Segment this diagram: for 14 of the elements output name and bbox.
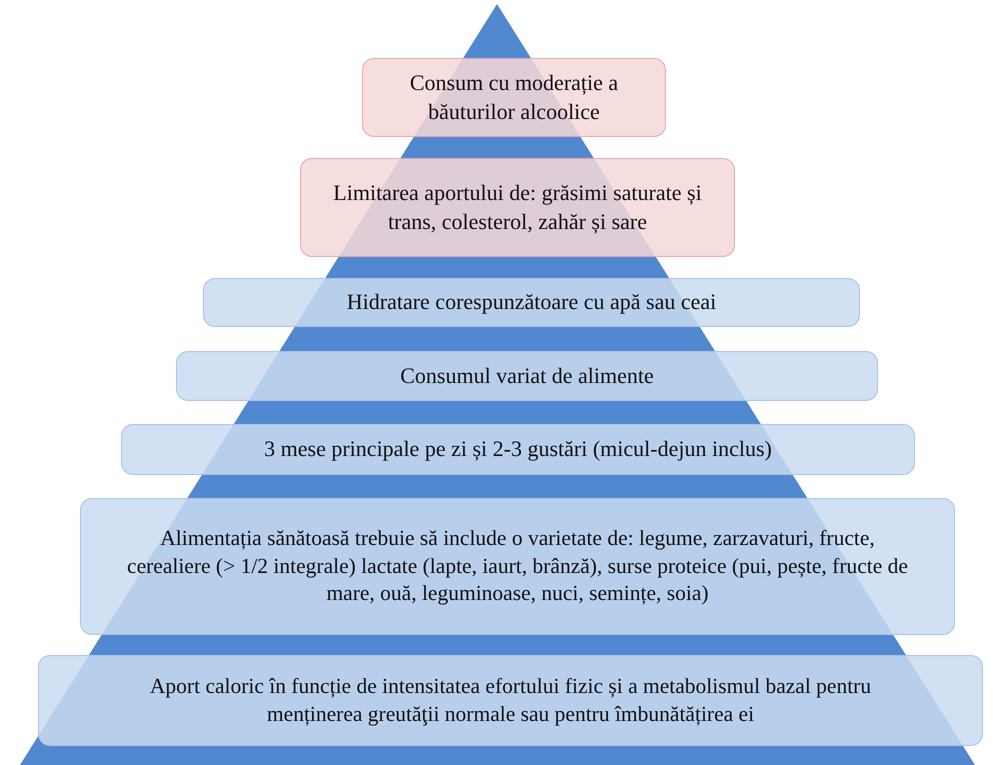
tier-text: Aport caloric în funcție de intensitatea efortului fizic și a metabolismul bazal pentru menținerea greutăţii normale sau pentru îmbunătățirea ei (148, 672, 872, 728)
tier-text: Consum cu moderație a băuturilor alcoolice (408, 69, 620, 126)
tier-box (176, 351, 878, 401)
tier-text: Consumul variat de alimente (400, 362, 654, 390)
tier-text: Limitarea aportului de: grăsimi saturate și trans, colesterol, zahăr și sare (332, 179, 703, 236)
tier-text: Hidratare corespunzătoare cu apă sau ceai (346, 288, 716, 316)
tier-box (38, 655, 983, 746)
tier-text: 3 mese principale pe zi și 2-3 gustări (micul-dejun inclus) (264, 435, 772, 464)
tier-text: Alimentația sănătoasă trebuie să include o varietate de: legume, zarzavaturi, fructe, cerealiere (> 1/2 integrale) lactate (lapte, iaurt, brânză), surse proteice (pui, pește, fructe de mare, ouă, leguminoase, nuci, semințe, soia) (126, 525, 909, 608)
tier-box (203, 278, 860, 327)
tier-box (80, 498, 955, 635)
tier-box (362, 58, 666, 137)
tier-box (300, 158, 735, 257)
tier-box (121, 424, 915, 475)
